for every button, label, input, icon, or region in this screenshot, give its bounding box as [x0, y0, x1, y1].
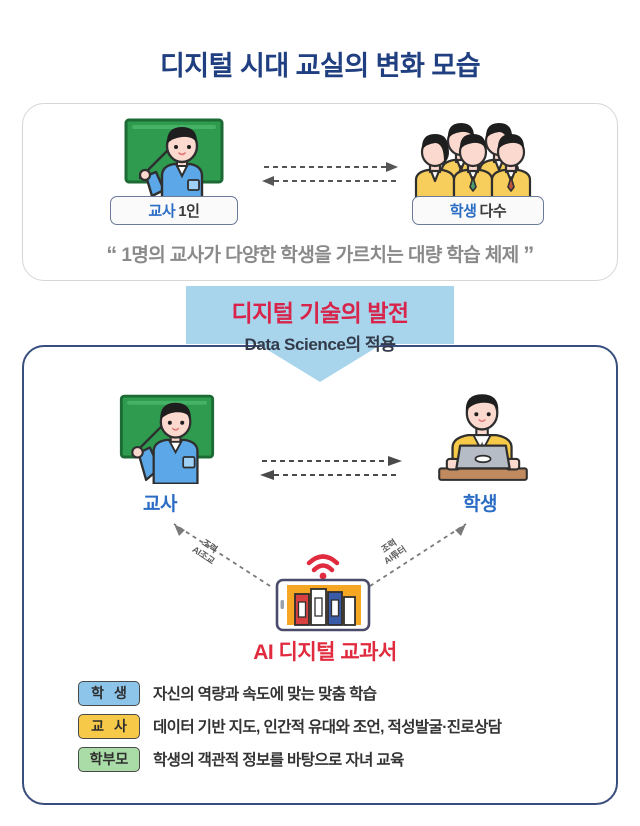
student-count-label: 학생 다수 [412, 196, 544, 225]
teacher-count-highlight: 교사 [148, 203, 176, 220]
digital-teacher-illustration [119, 394, 215, 484]
close-quote-mark: ” [523, 242, 534, 267]
student-count-highlight: 학생 [449, 203, 477, 220]
transition-subline: Data Science의 적용 [244, 335, 396, 354]
transition-headline: 디지털 기술의 발전 [231, 300, 409, 326]
two-way-dashed-arrow-traditional [262, 162, 398, 186]
badge-teacher: 교 사 [78, 713, 140, 739]
legend-text-teacher: 데이터 기반 지도, 인간적 유대와 조언, 적성발굴·진로상담 [153, 719, 502, 736]
transition-arrow: 디지털 기술의 발전 Data Science의 적용 [186, 286, 454, 382]
traditional-classroom-caption: “ 1명의 교사가 다양한 학생을 가르치는 대량 학습 체제 ” [0, 240, 640, 268]
ai-digital-textbook-tablet-illustration [275, 554, 371, 632]
caption-text: 1명의 교사가 다양한 학생을 가르치는 대량 학습 체제 [121, 245, 519, 266]
page-title: 디지털 시대 교실의 변화 모습 [159, 51, 481, 81]
digital-student-with-laptop-illustration [438, 394, 528, 481]
legend-text-student: 자신의 역량과 속도에 맞는 맞춤 학습 [153, 686, 377, 703]
legend-row-teacher: 교 사 데이터 기반 지도, 인간적 유대와 조언, 적성발굴·진로상담 [78, 711, 578, 741]
students-group-illustration [414, 123, 532, 202]
badge-parent: 학부모 [78, 746, 140, 772]
legend-row-student: 학 생 자신의 역량과 속도에 맞는 맞춤 학습 [78, 678, 578, 708]
open-quote-mark: “ [106, 242, 117, 267]
roles-legend: 학 생 자신의 역량과 속도에 맞는 맞춤 학습 교 사 데이터 기반 지도, … [78, 678, 578, 777]
wifi-icon [306, 554, 340, 573]
left-diagonal-dashed-connector [173, 523, 271, 587]
student-count-rest: 다수 [479, 203, 507, 220]
legend-text-parent: 학생의 객관적 정보를 바탕으로 자녀 교육 [153, 752, 404, 769]
teacher-count-label: 교사 1인 [110, 196, 238, 225]
ai-digital-textbook-label: AI 디지털 교과서 [253, 641, 397, 664]
legend-row-parent: 학부모 학생의 객관적 정보를 바탕으로 자녀 교육 [78, 744, 578, 774]
digital-teacher-label: 교사 [143, 494, 177, 515]
teacher-count-rest: 1인 [178, 203, 200, 220]
down-arrow-shape [186, 286, 454, 382]
teacher-with-chalkboard-illustration [124, 118, 224, 200]
two-way-dashed-arrow-digital [260, 456, 402, 480]
badge-student: 학 생 [78, 680, 140, 706]
right-diagonal-dashed-connector [369, 523, 467, 587]
digital-student-label: 학생 [463, 494, 497, 515]
